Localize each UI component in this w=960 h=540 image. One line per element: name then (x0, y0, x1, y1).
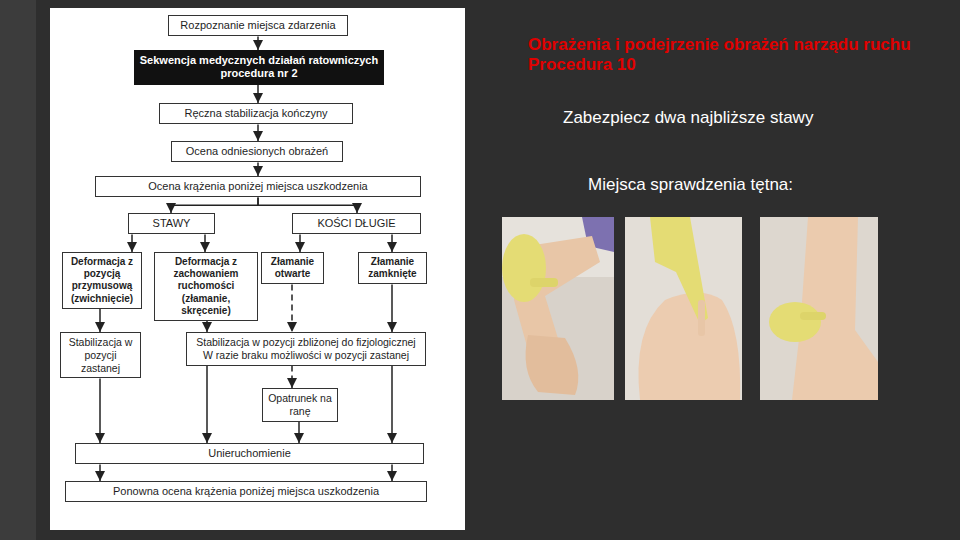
branch-box: STAWY (128, 213, 215, 234)
box-text: Sekwencja medycznych działań ratowniczyc… (139, 54, 379, 81)
branch-box: KOŚCI DŁUGIE (292, 213, 421, 234)
box-text: Stabilizacja w pozycji zbliżonej do fizj… (191, 336, 421, 362)
box-text: Opatrunek na ranę (267, 392, 333, 418)
flow-arrow (99, 464, 101, 481)
flow-arrow (171, 197, 258, 213)
process-box: Ocena odniesionych obrażeń (171, 141, 343, 162)
box-text: Złamanie zamknięte (363, 256, 422, 280)
box-text: Ocena krążenia poniżej miejsca uszkodzen… (100, 180, 416, 193)
procedure-box: Sekwencja medycznych działań ratowniczyc… (134, 50, 384, 85)
process-box: Unieruchomienie (75, 443, 424, 464)
start-box: Rozpoznanie miejsca zdarzenia (168, 15, 348, 36)
process-box: Opatrunek na ranę (262, 388, 338, 422)
process-box: Stabilizacja w pozycji zastanej (60, 332, 141, 378)
flow-arrow (391, 366, 393, 443)
side-strip (0, 0, 36, 540)
flow-arrow (206, 366, 208, 443)
box-text: Unieruchomienie (80, 447, 419, 460)
flow-arrow (131, 234, 133, 252)
box-text: Rozpoznanie miejsca zdarzenia (173, 19, 343, 32)
flow-arrow (291, 284, 293, 332)
flow-arrow (291, 366, 293, 388)
flow-arrow (298, 422, 300, 443)
process-box: Ręczna stabilizacja kończyny (159, 103, 353, 124)
condition-box: Deformacja z zachowaniem ruchomości (zła… (154, 252, 258, 321)
flow-arrow (257, 85, 259, 103)
flow-arrow (99, 309, 101, 332)
box-text: Stabilizacja w pozycji zastanej (65, 336, 136, 374)
flow-arrow (257, 124, 259, 141)
process-box: Stabilizacja w pozycji zbliżonej do fizj… (186, 332, 426, 366)
ankle-photo (760, 217, 878, 400)
flow-arrow (391, 234, 393, 252)
box-text: Deformacja z pozycją przymusową (zwichni… (67, 256, 137, 305)
process-box: Ponowna ocena krążenia poniżej miejsca u… (65, 481, 427, 502)
box-text: Ocena odniesionych obrażeń (176, 145, 338, 158)
flow-arrow (258, 197, 357, 213)
flow-arrow (206, 321, 208, 332)
condition-box: Złamanie zamknięte (358, 252, 427, 284)
slide-note: Zabezpiecz dwa najbliższe stawy (563, 108, 813, 128)
flow-arrow (391, 464, 393, 481)
box-text: KOŚCI DŁUGIE (297, 217, 416, 230)
slide-title: Obrażenia i podejrzenie obrażeń narządu … (528, 35, 948, 75)
box-text: Deformacja z zachowaniem ruchomości (zła… (159, 256, 253, 317)
flow-arrow (204, 234, 206, 252)
flow-arrow (299, 234, 301, 252)
flow-arrow (391, 284, 393, 332)
flow-arrow (257, 36, 259, 50)
page-sheet (50, 8, 465, 530)
condition-box: Deformacja z pozycją przymusową (zwichni… (62, 252, 142, 309)
wrist-photo (502, 217, 614, 400)
process-box: Ocena krążenia poniżej miejsca uszkodzen… (95, 176, 421, 197)
box-text: Ręczna stabilizacja kończyny (164, 107, 348, 120)
flow-arrow (99, 378, 101, 443)
slide-note: Miejsca sprawdzenia tętna: (588, 175, 793, 195)
box-text: Ponowna ocena krążenia poniżej miejsca u… (70, 485, 422, 498)
flow-arrow (257, 162, 259, 176)
box-text: Złamanie otwarte (266, 256, 319, 280)
foot-photo (625, 217, 742, 400)
box-text: STAWY (133, 217, 210, 230)
condition-box: Złamanie otwarte (261, 252, 324, 284)
